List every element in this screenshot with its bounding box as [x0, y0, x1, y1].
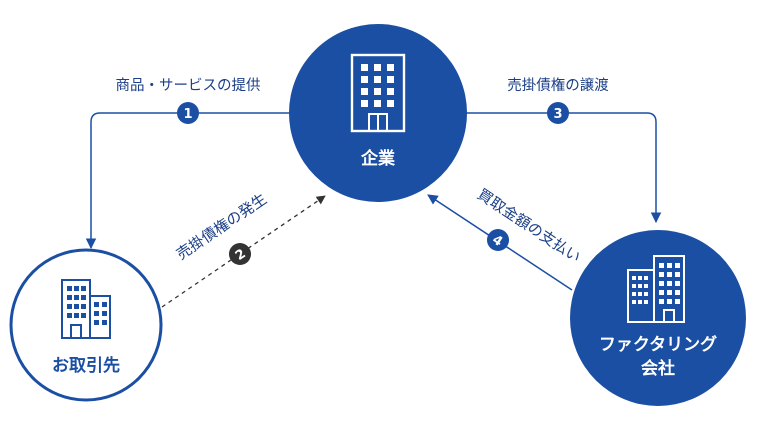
step-4-badge [487, 229, 509, 251]
step-4: 買取金額の支払い 4 [474, 185, 584, 266]
step-2-label: 売掛債権の発生 [173, 190, 270, 264]
two-buildings-icon [61, 279, 111, 339]
step-2-badge [229, 243, 251, 265]
step-2: 売掛債権の発生 2 [173, 190, 270, 265]
step-3-badge [547, 102, 569, 124]
step-3-label: 売掛債権の譲渡 [507, 77, 609, 94]
step-1-label: 商品・サービスの提供 [116, 77, 261, 94]
step-1-badge [177, 102, 199, 124]
client-label: お取引先 [52, 355, 120, 376]
factoring-company-node: ファクタリング 会社 [570, 230, 746, 406]
flow-1-line [85, 112, 290, 250]
factoring-label-line1: ファクタリング [599, 334, 717, 355]
client-node: お取引先 [9, 248, 163, 402]
flow-3-line [466, 112, 662, 224]
step-1: 商品・サービスの提供 1 [116, 77, 261, 124]
step-3-number: 3 [553, 107, 562, 122]
office-building-icon [350, 53, 406, 133]
company-node: 企業 [289, 24, 467, 202]
step-3: 売掛債権の譲渡 3 [507, 77, 609, 124]
factoring-label-line2: 会社 [641, 358, 675, 379]
step-4-label: 買取金額の支払い [474, 185, 584, 266]
two-buildings-icon [627, 255, 685, 323]
step-1-number: 1 [183, 107, 192, 122]
company-label: 企業 [360, 148, 395, 169]
